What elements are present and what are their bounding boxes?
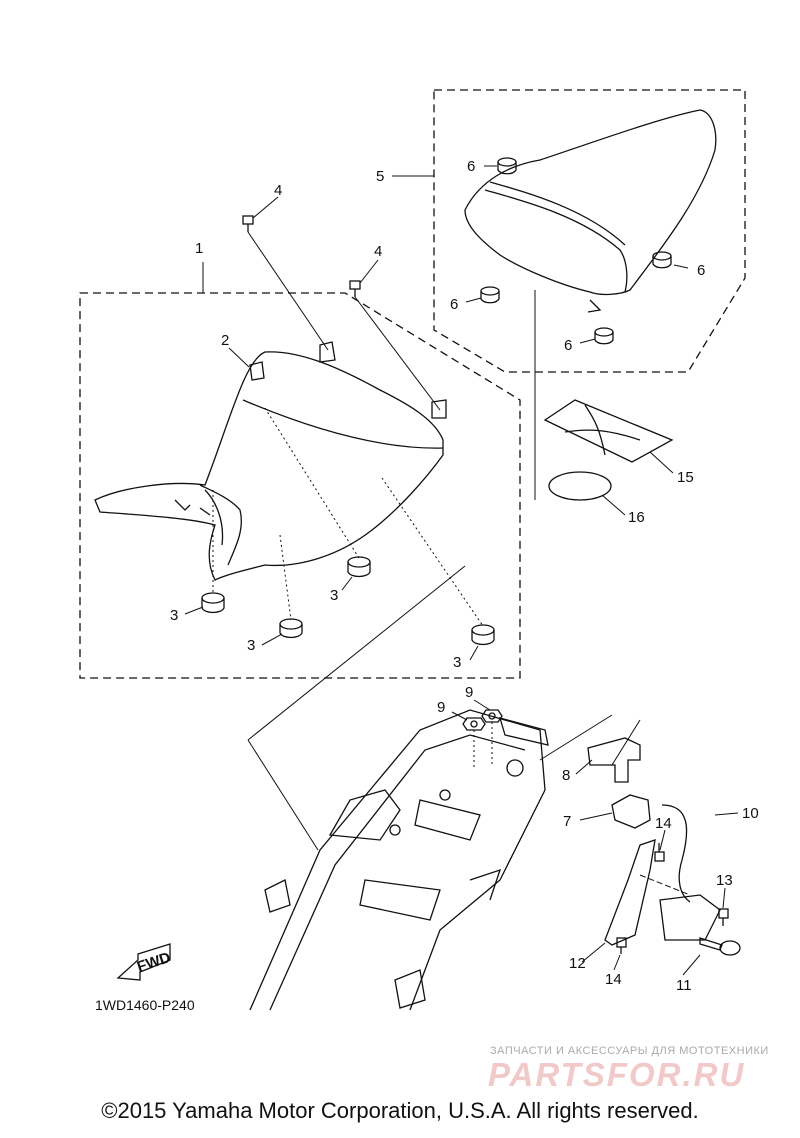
- callout-15: 15: [677, 469, 694, 486]
- leader-4a: [252, 196, 279, 219]
- callout-6c: 6: [450, 296, 458, 313]
- callout-3c: 3: [330, 587, 338, 604]
- callout-6d: 6: [564, 337, 572, 354]
- callout-3b: 3: [247, 637, 255, 654]
- nut-2: [481, 709, 503, 723]
- leader-15: [649, 451, 674, 474]
- leader-6c: [465, 297, 482, 303]
- leader-9b: [473, 699, 491, 711]
- damper-2: [279, 618, 303, 639]
- leader-13: [722, 887, 726, 909]
- storage-net: [543, 399, 674, 463]
- callout-3d: 3: [453, 654, 461, 671]
- callout-10: 10: [742, 805, 759, 822]
- leader-3a: [184, 606, 204, 615]
- callout-4b: 4: [374, 243, 382, 260]
- ref-line: [247, 231, 329, 351]
- leader-7: [579, 812, 613, 821]
- callout-5: 5: [376, 168, 384, 185]
- screw-14a: [654, 843, 665, 862]
- leader-3d: [469, 645, 479, 661]
- grommet-2: [652, 251, 672, 269]
- ref-line: [247, 739, 319, 851]
- callout-14b: 14: [605, 971, 622, 988]
- leader-6b: [673, 264, 689, 269]
- leader-6d: [579, 338, 596, 344]
- ref-line: [247, 565, 466, 741]
- ref-line: [611, 719, 641, 766]
- callout-8: 8: [562, 767, 570, 784]
- seat-lock: [611, 794, 651, 829]
- rear-frame: [249, 709, 549, 1011]
- screw-14b: [616, 937, 627, 954]
- grommet-3: [480, 286, 500, 304]
- leader-11: [682, 954, 701, 976]
- leader-4b: [359, 259, 379, 284]
- leader-9a: [451, 711, 468, 721]
- callout-6b: 6: [697, 262, 705, 279]
- callout-4a: 4: [274, 182, 282, 199]
- callout-2: 2: [221, 332, 229, 349]
- callout-7: 7: [563, 813, 571, 830]
- grommet-4: [594, 327, 614, 345]
- damper-3: [347, 556, 371, 578]
- leader-14a: [659, 829, 666, 851]
- leader-3c: [341, 576, 353, 591]
- leader-3b: [261, 633, 283, 646]
- group-box-seat: [79, 292, 521, 679]
- watermark-brand: PARTSFOR.RU: [488, 1056, 746, 1093]
- ref-line: [539, 714, 613, 761]
- damper-4: [471, 624, 495, 646]
- fwd-arrow-icon: [116, 943, 171, 981]
- ref-line: [264, 407, 360, 559]
- copyright-notice: ©2015 Yamaha Motor Corporation, U.S.A. A…: [101, 1098, 699, 1123]
- damper-1: [201, 592, 225, 614]
- callout-9a: 9: [437, 699, 445, 716]
- watermark-tagline: ЗАПЧАСТИ И АКСЕССУАРЫ ДЛЯ МОТОТЕХНИКИ: [490, 1045, 769, 1057]
- screw-13: [718, 908, 729, 926]
- rider-seat: [94, 341, 447, 581]
- diagram-code: 1WD1460-P240: [95, 997, 195, 1013]
- leader-16: [601, 494, 626, 516]
- lock-bracket-arm: [604, 839, 656, 946]
- key: [699, 937, 741, 956]
- band: [548, 471, 612, 501]
- bolt-2: [349, 280, 361, 297]
- callout-9b: 9: [465, 684, 473, 701]
- leader-10: [714, 812, 739, 816]
- callout-1: 1: [195, 240, 203, 257]
- callout-6a: 6: [467, 158, 475, 175]
- grommet-1: [497, 157, 517, 175]
- nut-1: [462, 717, 486, 731]
- leader-2: [228, 347, 250, 368]
- callout-14a: 14: [655, 815, 672, 832]
- passenger-seat: [464, 109, 717, 313]
- lock-bracket: [587, 737, 641, 783]
- lock-cylinder-housing: [659, 894, 721, 941]
- ref-line: [381, 477, 484, 627]
- leader-14b: [613, 954, 621, 971]
- ref-line: [354, 296, 441, 411]
- bolt-1: [242, 215, 254, 232]
- group-box-passenger-seat: [433, 89, 746, 373]
- leader-12: [581, 942, 606, 963]
- ref-line: [279, 534, 292, 621]
- callout-16: 16: [628, 509, 645, 526]
- callout-3a: 3: [170, 607, 178, 624]
- leader-8: [575, 759, 593, 775]
- callout-13: 13: [716, 872, 733, 889]
- callout-12: 12: [569, 955, 586, 972]
- callout-11: 11: [676, 977, 692, 994]
